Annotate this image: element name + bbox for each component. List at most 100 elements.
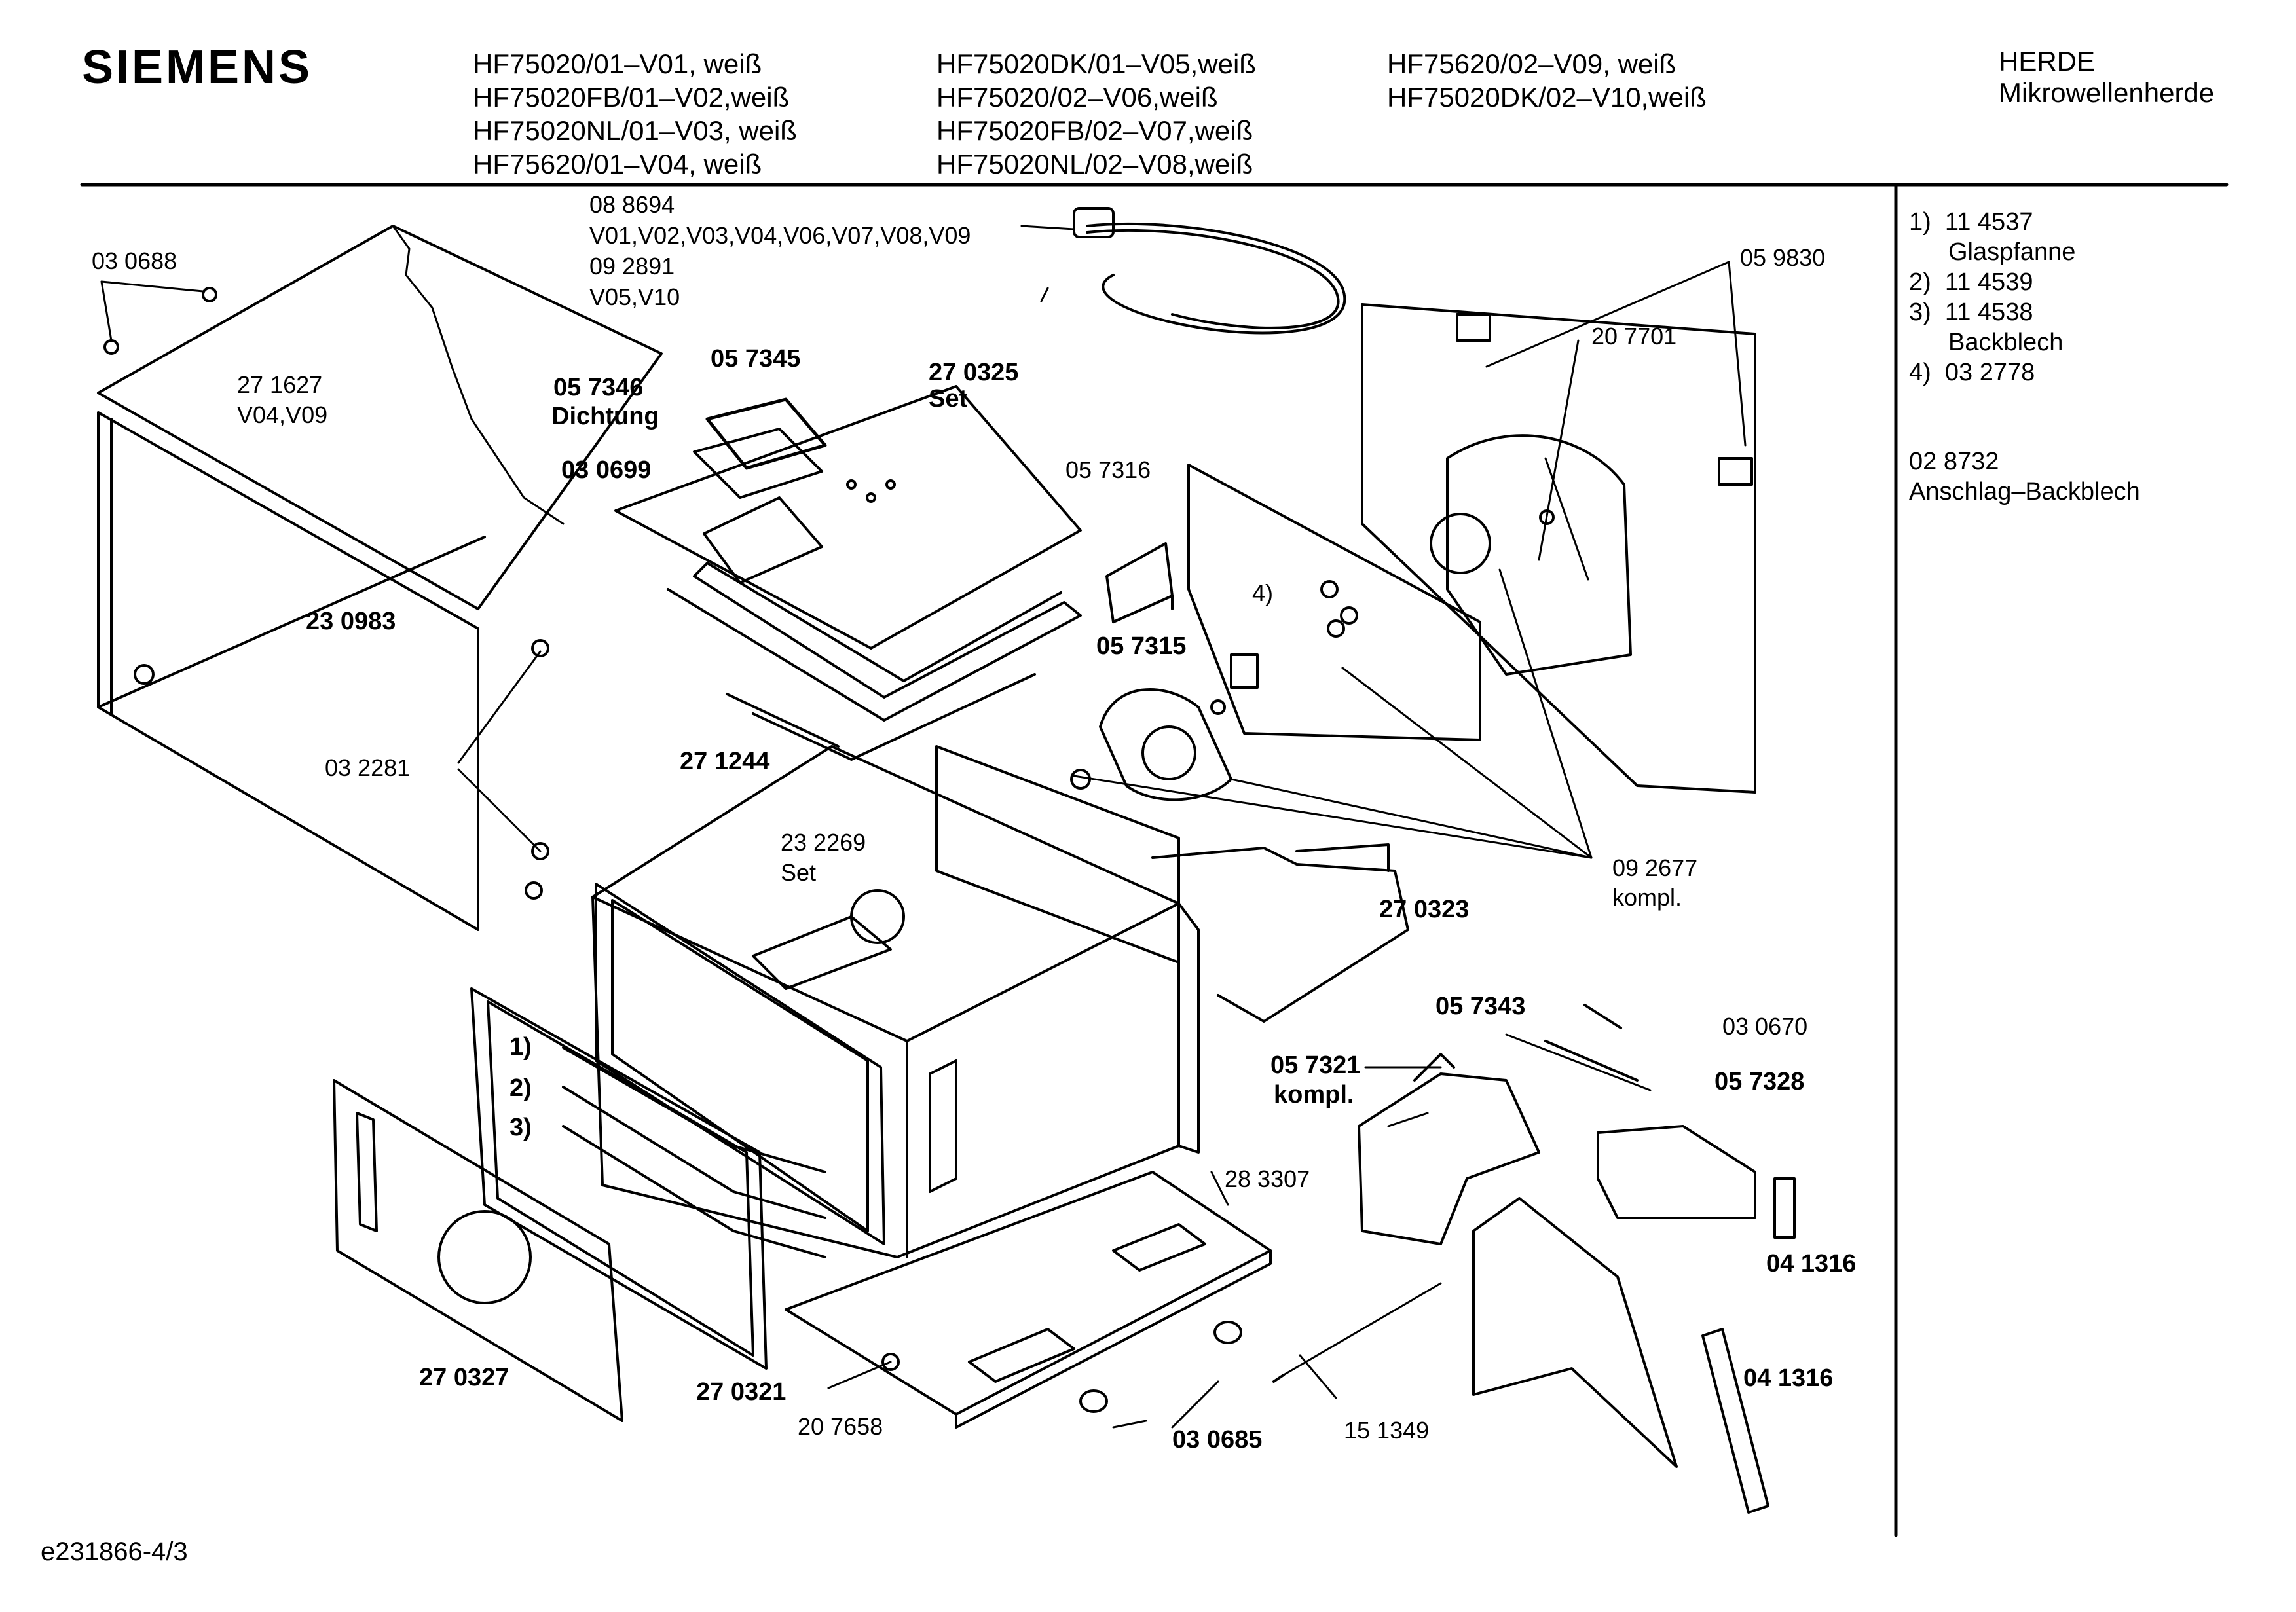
part-label-057316: 05 7316 [1065, 456, 1151, 483]
sidebar-extra-code: 02 8732 [1909, 448, 1999, 475]
rear-wall-panel [1187, 464, 1481, 741]
part-label-032281: 03 2281 [325, 754, 411, 781]
part-label-057343: 05 7343 [1435, 993, 1526, 1020]
document-reference: e231866-4/3 [41, 1537, 188, 1566]
spring-and-pin [1544, 1004, 1639, 1082]
part-label-271627: 27 1627 [237, 371, 323, 398]
part-label-041316-a: 04 1316 [1766, 1250, 1857, 1277]
part-label-dichtung: Dichtung [551, 403, 659, 430]
part-label-030670: 03 0670 [1722, 1013, 1808, 1040]
part-label-note-1: 1) [509, 1033, 532, 1061]
part-label-283307: 28 3307 [1225, 1165, 1310, 1192]
model-line: HF75020/01–V01, weiß [473, 48, 762, 79]
note-number: 3) [1909, 299, 1931, 326]
model-line: HF75020DK/02–V10,weiß [1387, 82, 1707, 113]
part-label-set-2: Set [781, 859, 817, 886]
part-label-041316-b: 04 1316 [1743, 1365, 1834, 1392]
model-line: HF75020NL/01–V03, weiß [473, 115, 797, 146]
part-label-set-1: Set [929, 385, 968, 412]
part-label-270325: 27 0325 [929, 359, 1019, 386]
part-label-note-2: 2) [509, 1074, 532, 1102]
part-label-092677: 09 2677 [1612, 854, 1698, 881]
part-label-271244: 27 1244 [680, 748, 770, 775]
note-code: 11 4537 [1944, 208, 2033, 236]
door-front-panel [333, 1079, 623, 1422]
part-label-059830: 05 9830 [1740, 244, 1826, 271]
door-frame [595, 883, 885, 1245]
switch-assembly [1358, 1053, 1540, 1245]
side-bracket [1472, 1177, 1796, 1514]
category-subtitle: Mikrowellenherde [1999, 77, 2215, 108]
part-label-cable-b: 09 2891 [589, 253, 675, 280]
heating-element [667, 562, 1082, 761]
part-label-057345: 05 7345 [711, 345, 801, 373]
part-label-270321: 27 0321 [696, 1378, 787, 1406]
note-code: 11 4539 [1944, 268, 2033, 296]
part-label-cable-a: 08 8694 [589, 191, 675, 218]
note-row: 3) 11 4538 [1909, 297, 2075, 327]
category-block: HERDE Mikrowellenherde [1999, 46, 2214, 109]
part-label-230983: 23 0983 [306, 608, 396, 635]
note-code: 11 4538 [1944, 299, 2033, 326]
part-label-270327: 27 0327 [419, 1364, 509, 1391]
note-row: 1) 11 4537 [1909, 207, 2075, 237]
actuator-rod [1272, 1282, 1442, 1383]
part-label-207658: 20 7658 [798, 1413, 883, 1440]
wire-bracket [1151, 843, 1409, 1023]
note-code: 03 2778 [1944, 359, 2035, 386]
model-line: HF75020FB/01–V02,weiß [473, 82, 790, 113]
oven-racks [562, 1046, 826, 1258]
fan-wheel [1070, 688, 1232, 801]
model-line: HF75020NL/02–V08,weiß [936, 149, 1253, 179]
base-tray [785, 1171, 1272, 1429]
category-title: HERDE [1999, 46, 2096, 77]
part-label-note-3: 3) [509, 1114, 532, 1141]
note-desc: Glaspfanne [1948, 238, 2076, 266]
model-column-1: HF75020/01–V01, weiß HF75020FB/01–V02,we… [473, 47, 797, 181]
model-line: HF75020FB/02–V07,weiß [936, 115, 1253, 146]
sidebar-extra-desc: Anschlag–Backblech [1909, 478, 2140, 505]
part-label-057321: 05 7321 [1270, 1052, 1361, 1079]
part-label-207701: 20 7701 [1591, 323, 1677, 350]
part-label-030688: 03 0688 [92, 247, 177, 274]
mains-cable [1073, 207, 1346, 335]
part-label-kompl-1: kompl. [1612, 884, 1682, 911]
part-label-271627-variants: V04,V09 [237, 401, 328, 428]
oven-cavity [591, 745, 1200, 1258]
note-number: 4) [1909, 359, 1931, 386]
note-row: 4) 03 2778 [1909, 357, 2075, 388]
part-label-057328: 05 7328 [1714, 1068, 1805, 1095]
part-label-cable-a-variants: V01,V02,V03,V04,V06,V07,V08,V09 [589, 222, 971, 249]
part-label-030699: 03 0699 [561, 456, 652, 484]
note-desc: Backblech [1948, 329, 2064, 356]
mounting-clip [1105, 542, 1174, 623]
part-label-232269: 23 2269 [781, 829, 866, 856]
part-label-kompl-2: kompl. [1274, 1081, 1354, 1108]
foot-pads [1079, 1321, 1242, 1413]
part-label-270323: 27 0323 [1379, 896, 1470, 923]
sidebar-notes: 1) 11 4537 Glaspfanne 2) 11 4539 3) 11 4… [1909, 207, 2075, 388]
back-panel [1361, 303, 1756, 794]
model-line: HF75620/02–V09, weiß [1387, 48, 1676, 79]
side-panel [97, 411, 549, 931]
part-label-151349: 15 1349 [1344, 1417, 1430, 1444]
part-label-030685: 03 0685 [1172, 1426, 1263, 1454]
model-line: HF75020DK/01–V05,weiß [936, 48, 1256, 79]
model-column-2: HF75020DK/01–V05,weiß HF75020/02–V06,wei… [936, 47, 1256, 181]
note-number: 1) [1909, 208, 1931, 236]
model-line: HF75620/01–V04, weiß [473, 149, 762, 179]
part-label-057315: 05 7315 [1096, 632, 1187, 660]
part-label-057346: 05 7346 [553, 374, 644, 401]
leader-lines [100, 225, 1747, 1429]
part-label-note-4: 4) [1252, 579, 1274, 606]
note-row: 2) 11 4539 [1909, 267, 2075, 297]
brand-logo: SIEMENS [82, 41, 313, 94]
top-cover-panel [97, 225, 663, 610]
model-column-3: HF75620/02–V09, weiß HF75020DK/02–V10,we… [1387, 47, 1707, 114]
note-number: 2) [1909, 268, 1931, 296]
grill-plate [614, 385, 1082, 650]
part-label-cable-b-variants: V05,V10 [589, 284, 680, 310]
switch-holder [1597, 1125, 1756, 1219]
model-line: HF75020/02–V06,weiß [936, 82, 1218, 113]
